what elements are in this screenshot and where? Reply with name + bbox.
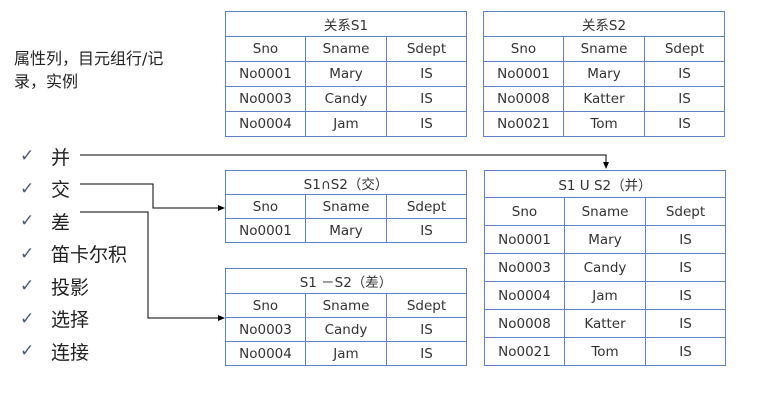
- cell-sname: Tom: [564, 337, 646, 366]
- cell-sno: No0004: [484, 281, 565, 310]
- cell-sdept: IS: [643, 61, 726, 87]
- cell-sdept: IS: [644, 225, 727, 254]
- table-title: S1 －S2（差）: [225, 268, 467, 294]
- cell-sno: No0021: [483, 111, 564, 137]
- column-header-sdept: Sdept: [644, 197, 727, 226]
- cell-sno: No0003: [225, 86, 306, 112]
- check-icon: ✓: [20, 211, 35, 232]
- cell-sno: No0021: [484, 337, 565, 366]
- operation-item-cartesian-product: ✓ 笛卡尔积: [20, 238, 127, 271]
- cell-sdept: IS: [386, 341, 467, 366]
- operation-item-difference: ✓差: [20, 205, 127, 238]
- column-header-sno: Sno: [225, 293, 306, 318]
- check-icon: ✓: [20, 146, 35, 167]
- arrow-difference: [80, 211, 225, 321]
- check-icon: ✓: [20, 276, 35, 297]
- operation-item-intersection: ✓交: [20, 173, 127, 206]
- cell-sno: No0004: [225, 341, 306, 366]
- cell-sname: Tom: [563, 111, 645, 137]
- operation-item-projection: ✓ 投影: [20, 270, 127, 303]
- check-icon: ✓: [20, 308, 35, 329]
- check-icon: ✓: [20, 341, 35, 362]
- cell-sdept: IS: [385, 111, 468, 137]
- arrow-intersection: [80, 183, 225, 211]
- cell-sname: Mary: [305, 61, 387, 87]
- operation-label: 投影: [51, 276, 90, 299]
- column-header-sdept: Sdept: [386, 293, 467, 318]
- cell-sname: Jam: [305, 341, 387, 366]
- cell-sno: No0003: [225, 317, 306, 342]
- cell-sname: Katter: [563, 86, 645, 112]
- operation-label: 连接: [51, 341, 90, 364]
- operation-label: 交: [51, 179, 71, 202]
- operation-label: 选择: [51, 309, 90, 332]
- column-header-sname: Sname: [305, 293, 387, 318]
- cell-sdept: IS: [386, 317, 467, 342]
- cell-sno: No0001: [225, 61, 306, 87]
- cell-sdept: IS: [644, 337, 727, 366]
- column-header-sdept: Sdept: [643, 36, 726, 62]
- operation-label: 笛卡尔积: [51, 244, 128, 267]
- column-header-sno: Sno: [484, 197, 565, 226]
- cell-sname: Candy: [564, 253, 646, 282]
- cell-sno: No0004: [225, 111, 306, 137]
- check-icon: ✓: [20, 243, 35, 264]
- operation-item-union: ✓并: [20, 140, 127, 173]
- column-header-sno: Sno: [483, 36, 564, 62]
- check-icon: ✓: [20, 178, 35, 199]
- cell-sname: Jam: [564, 281, 646, 310]
- cell-sno: No0008: [483, 86, 564, 112]
- column-header-sname: Sname: [563, 36, 645, 62]
- operation-label: 差: [51, 211, 71, 234]
- cell-sno: No0001: [484, 225, 565, 254]
- operations-list: ✓并 ✓交 ✓差 ✓笛卡尔积 ✓投影 ✓选择 ✓连接: [20, 140, 127, 368]
- cell-sname: Mary: [305, 218, 387, 243]
- cell-sno: No0001: [483, 61, 564, 87]
- intro-text: 属性列，目元组行/记录，实例: [14, 49, 164, 91]
- operation-label: 并: [51, 146, 71, 169]
- cell-sdept: IS: [643, 111, 726, 137]
- cell-sdept: IS: [385, 218, 468, 243]
- operation-item-selection: ✓ 选择: [20, 303, 127, 336]
- cell-sno: No0003: [484, 253, 565, 282]
- arrow-union: [80, 154, 609, 169]
- cell-sno: No0008: [484, 309, 565, 338]
- operation-item-join: ✓ 连接: [20, 335, 127, 368]
- cell-sname: Jam: [305, 111, 387, 137]
- column-header-sno: Sno: [225, 194, 306, 219]
- cell-sno: No0001: [225, 218, 306, 243]
